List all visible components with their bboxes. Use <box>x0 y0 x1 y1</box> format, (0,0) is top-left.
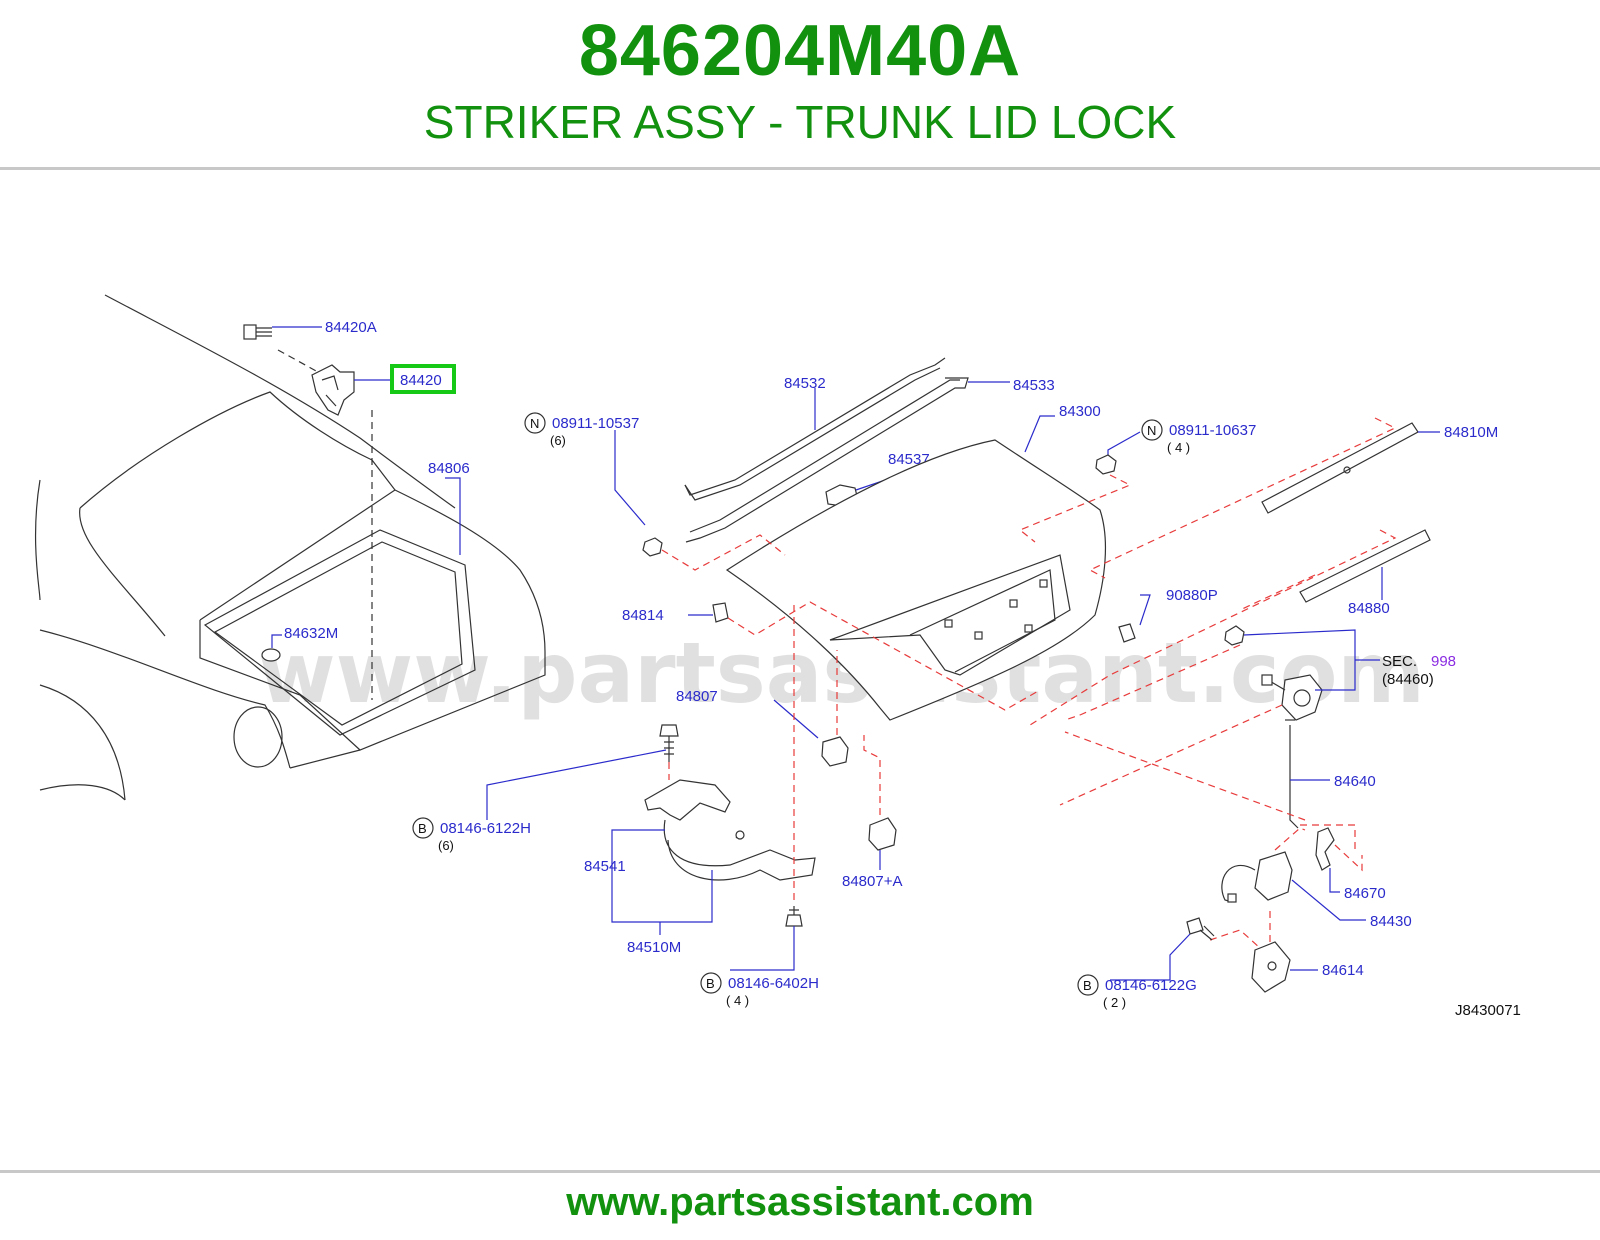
badge-b-icon-3 <box>1077 974 1099 996</box>
label-sec-84460: (84460) <box>1382 671 1434 688</box>
fastener-badge-b: B <box>418 821 427 836</box>
trunk-lid-84300-drawing <box>725 439 1107 721</box>
badge-b-icon-2 <box>700 972 722 994</box>
label-84420: 84420 <box>400 372 442 389</box>
label-08911-10637: 08911-10637 <box>1169 422 1256 439</box>
label-84510M: 84510M <box>627 939 681 956</box>
label-84533: 84533 <box>1013 377 1055 394</box>
qty-08146-6122H: (6) <box>438 838 454 853</box>
bumper-84807-drawing <box>821 736 849 767</box>
rod-84640-drawing <box>1289 725 1299 829</box>
diagram-id: J8430071 <box>1455 1002 1521 1019</box>
label-90880P: 90880P <box>1166 587 1218 604</box>
bolt-84420A-drawing <box>243 324 272 340</box>
page-header: 846204M40A STRIKER ASSY - TRUNK LID LOCK <box>0 0 1600 168</box>
plug-90880P-drawing <box>1118 623 1136 643</box>
label-sec: SEC. <box>1382 653 1417 670</box>
fastener-badge-n-2: N <box>1147 423 1156 438</box>
label-84814: 84814 <box>622 607 664 624</box>
label-84632M: 84632M <box>284 625 338 642</box>
label-sec-998: 998 <box>1431 653 1456 670</box>
badge-n-icon-2 <box>1141 419 1163 441</box>
bolt-08146-6122G-drawing <box>1186 917 1215 941</box>
qty-08146-6402H: ( 4 ) <box>726 993 749 1008</box>
label-08146-6122G: 08146-6122G <box>1105 977 1197 994</box>
label-84300: 84300 <box>1059 403 1101 420</box>
label-08911-10537: 08911-10537 <box>552 415 639 432</box>
lock-84430-drawing <box>1221 851 1293 903</box>
key-cylinder-drawing <box>1224 625 1323 721</box>
parts-diagram: www.partsassistant.com 84420A 84420 8480… <box>34 294 1521 1019</box>
label-84541: 84541 <box>584 858 626 875</box>
garnish-84810M-drawing <box>1261 422 1419 514</box>
label-84806: 84806 <box>428 460 470 477</box>
striker-84420-drawing <box>311 364 355 416</box>
label-84640: 84640 <box>1334 773 1376 790</box>
badge-b-icon <box>412 817 434 839</box>
plug-84632M-drawing <box>261 648 281 662</box>
label-84420A: 84420A <box>325 319 377 336</box>
garnish-84880-drawing <box>1299 529 1431 603</box>
part-description: STRIKER ASSY - TRUNK LID LOCK <box>423 96 1177 148</box>
header-divider <box>0 167 1600 170</box>
label-84880: 84880 <box>1348 600 1390 617</box>
qty-08911-10537: (6) <box>550 433 566 448</box>
label-84807: 84807 <box>676 688 718 705</box>
bumper-84814-drawing <box>712 602 729 623</box>
switch-84670-drawing <box>1315 827 1335 871</box>
label-08146-6402H: 08146-6402H <box>728 975 819 992</box>
label-08146-6122H: 08146-6122H <box>440 820 531 837</box>
label-84670: 84670 <box>1344 885 1386 902</box>
footer-url[interactable]: www.partsassistant.com <box>566 1180 1034 1224</box>
nut-08911-10637-drawing <box>1095 454 1117 475</box>
qty-08911-10637: ( 4 ) <box>1167 440 1190 455</box>
hinge-drawing <box>644 779 816 881</box>
label-84430: 84430 <box>1370 913 1412 930</box>
nut-08911-10537-drawing <box>642 537 663 557</box>
label-84532: 84532 <box>784 375 826 392</box>
bracket-84614-drawing <box>1251 941 1291 993</box>
label-84614: 84614 <box>1322 962 1364 979</box>
label-84807A: 84807+A <box>842 873 902 890</box>
fastener-badge-n: N <box>530 416 539 431</box>
bumper-84807A-drawing <box>868 817 897 851</box>
torsion-bars-drawing <box>684 357 969 543</box>
fastener-badge-b-2: B <box>706 976 715 991</box>
badge-n-icon <box>524 412 546 434</box>
bolt-08146-6402H-drawing <box>785 906 803 927</box>
car-body-drawing <box>34 294 546 801</box>
qty-08146-6122G: ( 2 ) <box>1103 995 1126 1010</box>
footer-divider <box>0 1170 1600 1173</box>
bolt-08146-6122H-drawing <box>659 724 679 762</box>
part-number-title: 846204M40A <box>578 11 1022 91</box>
label-84810M: 84810M <box>1444 424 1498 441</box>
highlight-box-84420 <box>390 364 456 394</box>
fastener-badge-b-3: B <box>1083 978 1092 993</box>
